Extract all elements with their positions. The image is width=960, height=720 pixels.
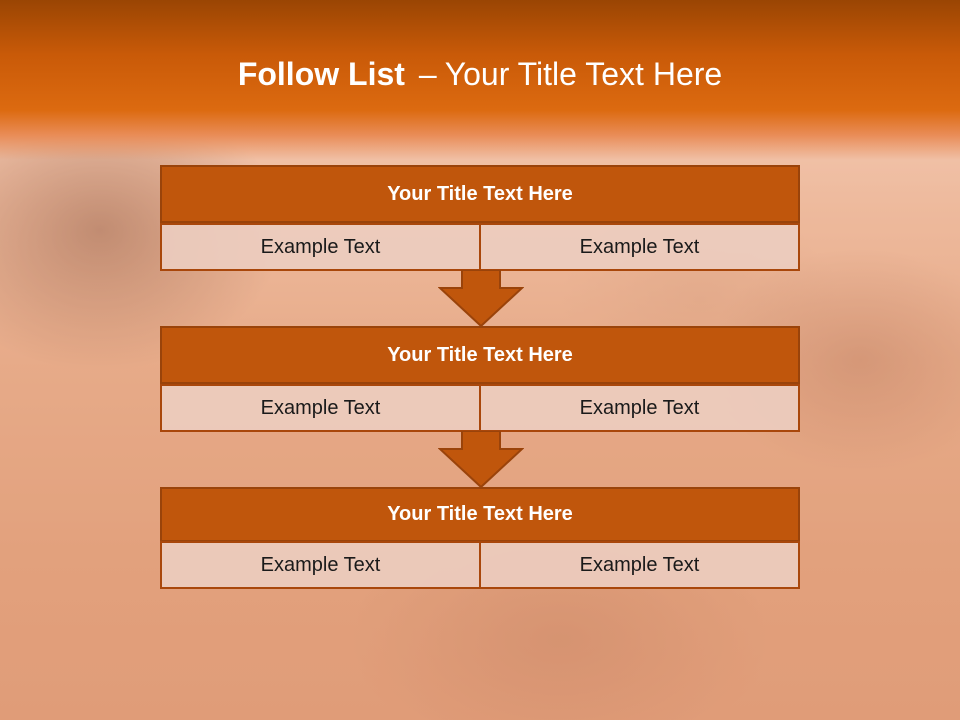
step-right-text: Example Text bbox=[480, 223, 800, 271]
step-left-text: Example Text bbox=[160, 384, 480, 432]
step-right-text: Example Text bbox=[480, 384, 800, 432]
step-block-2: Your Title Text Here Example Text Exampl… bbox=[160, 326, 800, 432]
step-title: Your Title Text Here bbox=[160, 487, 800, 542]
step-block-1: Your Title Text Here Example Text Exampl… bbox=[160, 165, 800, 271]
slide-title-rest: Your Title Text Here bbox=[444, 56, 723, 92]
step-left-text: Example Text bbox=[160, 541, 480, 589]
step-title: Your Title Text Here bbox=[160, 326, 800, 384]
step-right-text: Example Text bbox=[480, 541, 800, 589]
slide-title-separator: – bbox=[418, 56, 437, 92]
step-block-3: Your Title Text Here Example Text Exampl… bbox=[160, 487, 800, 593]
step-title: Your Title Text Here bbox=[160, 165, 800, 223]
step-left-text: Example Text bbox=[160, 223, 480, 271]
title-band bbox=[0, 0, 960, 160]
slide-title: Follow List–Your Title Text Here bbox=[0, 56, 960, 93]
slide-title-bold: Follow List bbox=[237, 56, 405, 92]
down-arrow-icon bbox=[438, 431, 524, 489]
down-arrow-icon bbox=[438, 270, 524, 328]
